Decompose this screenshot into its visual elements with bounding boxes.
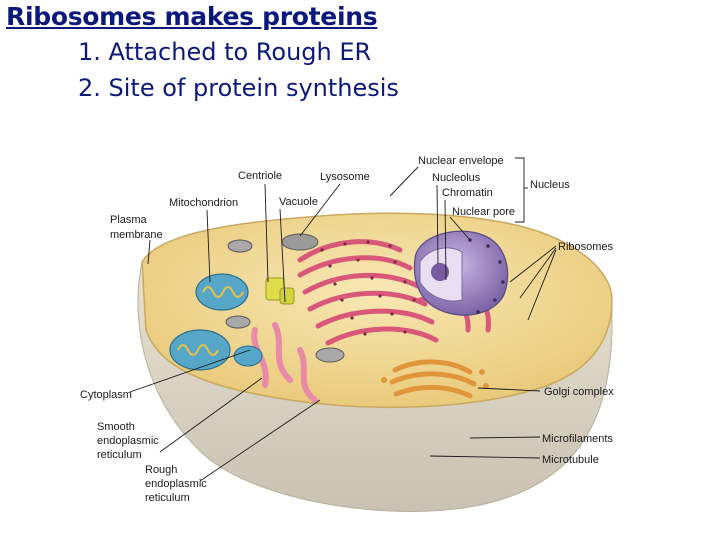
- label-plasma-membrane-2: membrane: [110, 229, 163, 241]
- bullet-point-1: 1. Attached to Rough ER: [78, 38, 372, 66]
- leader-lines: [129, 157, 557, 482]
- label-ribosomes: Ribosomes: [558, 241, 614, 253]
- mitochondrion-3-shape: [233, 345, 263, 367]
- label-centriole: Centriole: [238, 170, 282, 182]
- slide-title: Ribosomes makes proteins: [6, 2, 378, 31]
- label-microfilaments: Microfilaments: [542, 433, 613, 445]
- golgi-shape: [389, 359, 477, 399]
- label-nuclear-pore: Nuclear pore: [452, 206, 515, 218]
- ribosome-dots: [320, 240, 416, 336]
- label-smooth-er-3: reticulum: [97, 449, 142, 461]
- label-nuclear-envelope: Nuclear envelope: [418, 155, 504, 167]
- label-lysosome: Lysosome: [320, 171, 370, 183]
- label-golgi-complex: Golgi complex: [544, 386, 614, 398]
- label-nucleolus: Nucleolus: [432, 172, 481, 184]
- label-smooth-er-2: endoplasmic: [97, 435, 159, 447]
- label-rough-er-2: endoplasmic: [145, 478, 207, 490]
- mitochondrion-2-shape: [169, 329, 231, 371]
- label-nucleus: Nucleus: [530, 179, 570, 191]
- diagram-labels: Centriole Lysosome Nuclear envelope Nucl…: [80, 155, 614, 504]
- label-rough-er-1: Rough: [145, 464, 177, 476]
- vacuole-shape: [227, 239, 253, 253]
- lysosome-shape: [281, 233, 319, 251]
- vacuole-3-shape: [315, 347, 345, 363]
- vacuole-2-shape: [225, 315, 251, 329]
- label-microtubule: Microtubule: [542, 454, 599, 466]
- label-smooth-er-1: Smooth: [97, 421, 135, 433]
- label-vacuole: Vacuole: [279, 196, 318, 208]
- label-chromatin: Chromatin: [442, 187, 493, 199]
- label-rough-er-3: reticulum: [145, 492, 190, 504]
- label-plasma-membrane-1: Plasma: [110, 214, 148, 226]
- golgi-vesicles: [381, 369, 489, 389]
- bullet-point-2: 2. Site of protein synthesis: [78, 74, 399, 102]
- centriole-shape: [265, 277, 295, 305]
- nucleolus-shape: [431, 263, 449, 281]
- label-cytoplasm: Cytoplasm: [80, 389, 132, 401]
- label-mitochondrion: Mitochondrion: [169, 197, 238, 209]
